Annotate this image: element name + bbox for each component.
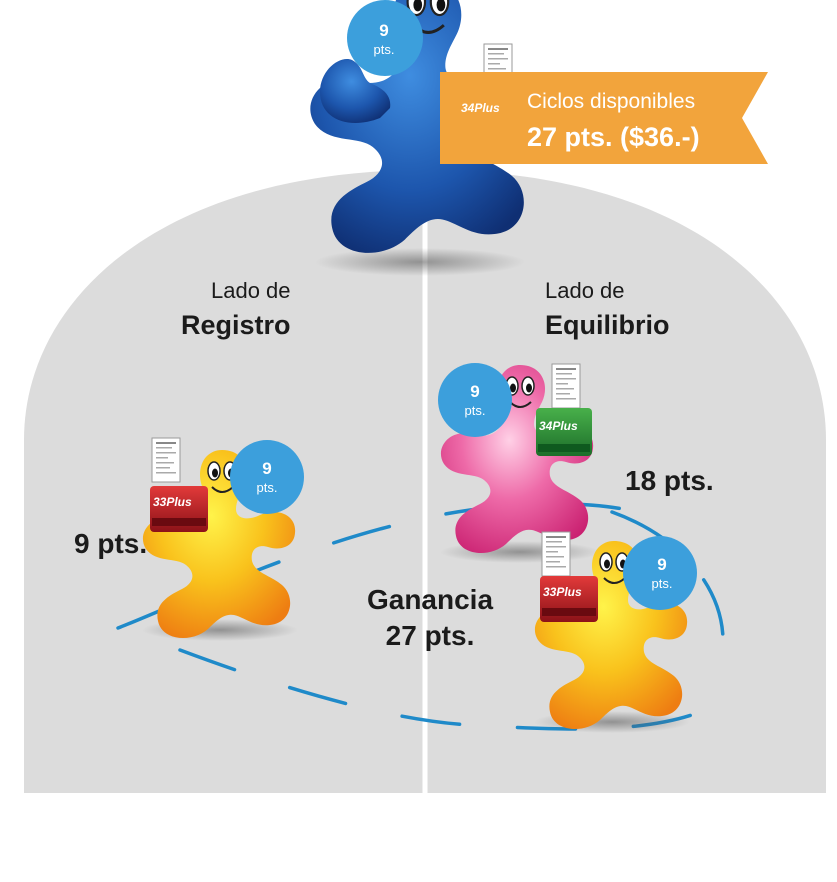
yellow-character-right	[534, 541, 690, 733]
left-points-label: 9 pts.	[74, 528, 148, 559]
blue-character	[310, 0, 532, 276]
left-side-label-bottom: Registro	[181, 310, 291, 340]
green-box-pink-label: 34Plus	[539, 419, 578, 433]
badge-top-unit: pts.	[374, 42, 395, 57]
banner-line1: Ciclos disponibles	[527, 90, 695, 113]
banner-line2: 27 pts. ($36.-)	[527, 122, 700, 152]
badge-right-num: 9	[657, 555, 666, 574]
right-side-label-bottom: Equilibrio	[545, 310, 670, 340]
badge-top-num: 9	[379, 21, 388, 40]
red-box-right-label: 33Plus	[543, 585, 582, 599]
right-side-label-top: Lado de	[545, 278, 625, 303]
green-box-top-label: 34Plus	[461, 101, 500, 115]
yellow-character-left	[142, 450, 298, 641]
gain-label-bottom: 27 pts.	[385, 620, 475, 651]
badge-right	[623, 536, 697, 610]
red-box-left	[150, 437, 208, 532]
green-box-pink	[536, 363, 592, 456]
gain-label-top: Ganancia	[366, 584, 494, 615]
left-side-label-top: Lado de	[211, 278, 291, 303]
badge-pink	[438, 363, 512, 437]
red-box-right	[540, 531, 598, 622]
badge-left-num: 9	[262, 459, 271, 478]
badge-left	[230, 440, 304, 514]
banner-ribbon	[440, 72, 768, 164]
badge-pink-num: 9	[470, 382, 479, 401]
badge-left-unit: pts.	[257, 480, 278, 495]
badge-right-unit: pts.	[652, 576, 673, 591]
badge-pink-unit: pts.	[465, 403, 486, 418]
red-box-left-label: 33Plus	[153, 495, 192, 509]
right-points-label: 18 pts.	[625, 465, 714, 496]
badge-top	[347, 0, 423, 76]
